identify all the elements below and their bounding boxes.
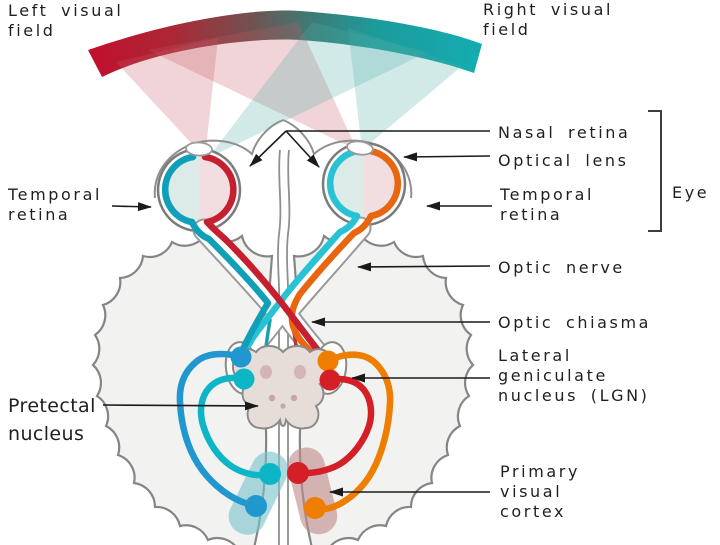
label-optic-chiasma: Optic chiasma [498,313,651,332]
label-nasal-retina: Nasal retina [498,123,630,142]
lgn-dot-cyan [233,368,255,390]
light-cone-teal-to-left-eye [208,22,428,158]
cortex-dot-orange [304,497,326,519]
pointer-temporal-retina-left [111,202,152,212]
label-primary-visual-cortex-line1: Primary [500,462,580,481]
visual-field-arc [88,10,482,77]
lgn-dot-red [319,369,341,391]
label-temporal-retina-right-line1: Temporal [499,185,594,204]
light-cone-pink-to-left-eye [116,38,218,158]
labels: Left visual field Right visual field Nas… [7,0,709,521]
label-temporal-retina-left-line1: Temporal [7,185,102,204]
pretectal-spots [260,365,306,409]
light-cone-teal-to-right-eye [348,28,462,150]
eye-bracket [648,110,662,232]
label-optical-lens: Optical lens [498,151,629,170]
pointer-nasal-retina-right-arrow [285,130,320,168]
label-temporal-retina-right-line2: retina [500,205,562,224]
radiation-left-outer-blue [176,350,260,510]
label-lgn-line1: Lateral [498,346,572,365]
light-cones [116,22,462,158]
radiation-right-outer-orange [311,351,394,513]
label-right-visual-field-line1: Right visual [483,0,613,19]
orbit-contour-left [153,119,284,199]
optical-lens-right [346,140,374,156]
synapse-dots [230,346,341,519]
pointer-nasal-retina-left-arrow [249,130,287,167]
label-lgn-line3: nucleus (LGN) [498,386,650,405]
label-temporal-retina-left-line2: retina [8,205,70,224]
cortex-dot-cyan [259,463,281,485]
light-cone-pink-to-right-eye [148,22,357,150]
label-pretectal-nucleus-line1: Pretectal [8,395,96,417]
fiber-left-eye-temporal-cyan [161,153,272,361]
label-optic-nerve: Optic nerve [498,258,625,277]
radiation-left-inner-cyan [197,374,274,479]
fiber-left-eye-nasal-red [201,153,334,384]
label-lgn-line2: geniculate [498,366,608,385]
label-left-visual-field-line2: field [8,21,56,40]
annotation-arrows [102,110,662,497]
pointer-pretectal-nucleus [102,401,259,411]
cortex-dot-red [287,462,309,484]
label-right-visual-field-line2: field [483,20,531,39]
label-primary-visual-cortex-line3: cortex [500,502,566,521]
label-eye: Eye [672,183,709,202]
optical-lens-left [185,141,213,157]
radiation-right-inner-red [294,375,375,477]
lgn-dot-orange [317,350,339,372]
label-pretectal-nucleus-line2: nucleus [8,423,84,445]
pointer-optic-nerve [357,262,491,272]
lgn-dot-blue [230,346,252,368]
eye-left [156,147,242,233]
pointer-optical-lens [403,152,491,162]
label-left-visual-field-line1: Left visual [8,1,123,20]
orbit-contour-right [282,119,413,199]
label-primary-visual-cortex-line2: visual [500,482,562,501]
cortex-dot-blue [245,495,267,517]
